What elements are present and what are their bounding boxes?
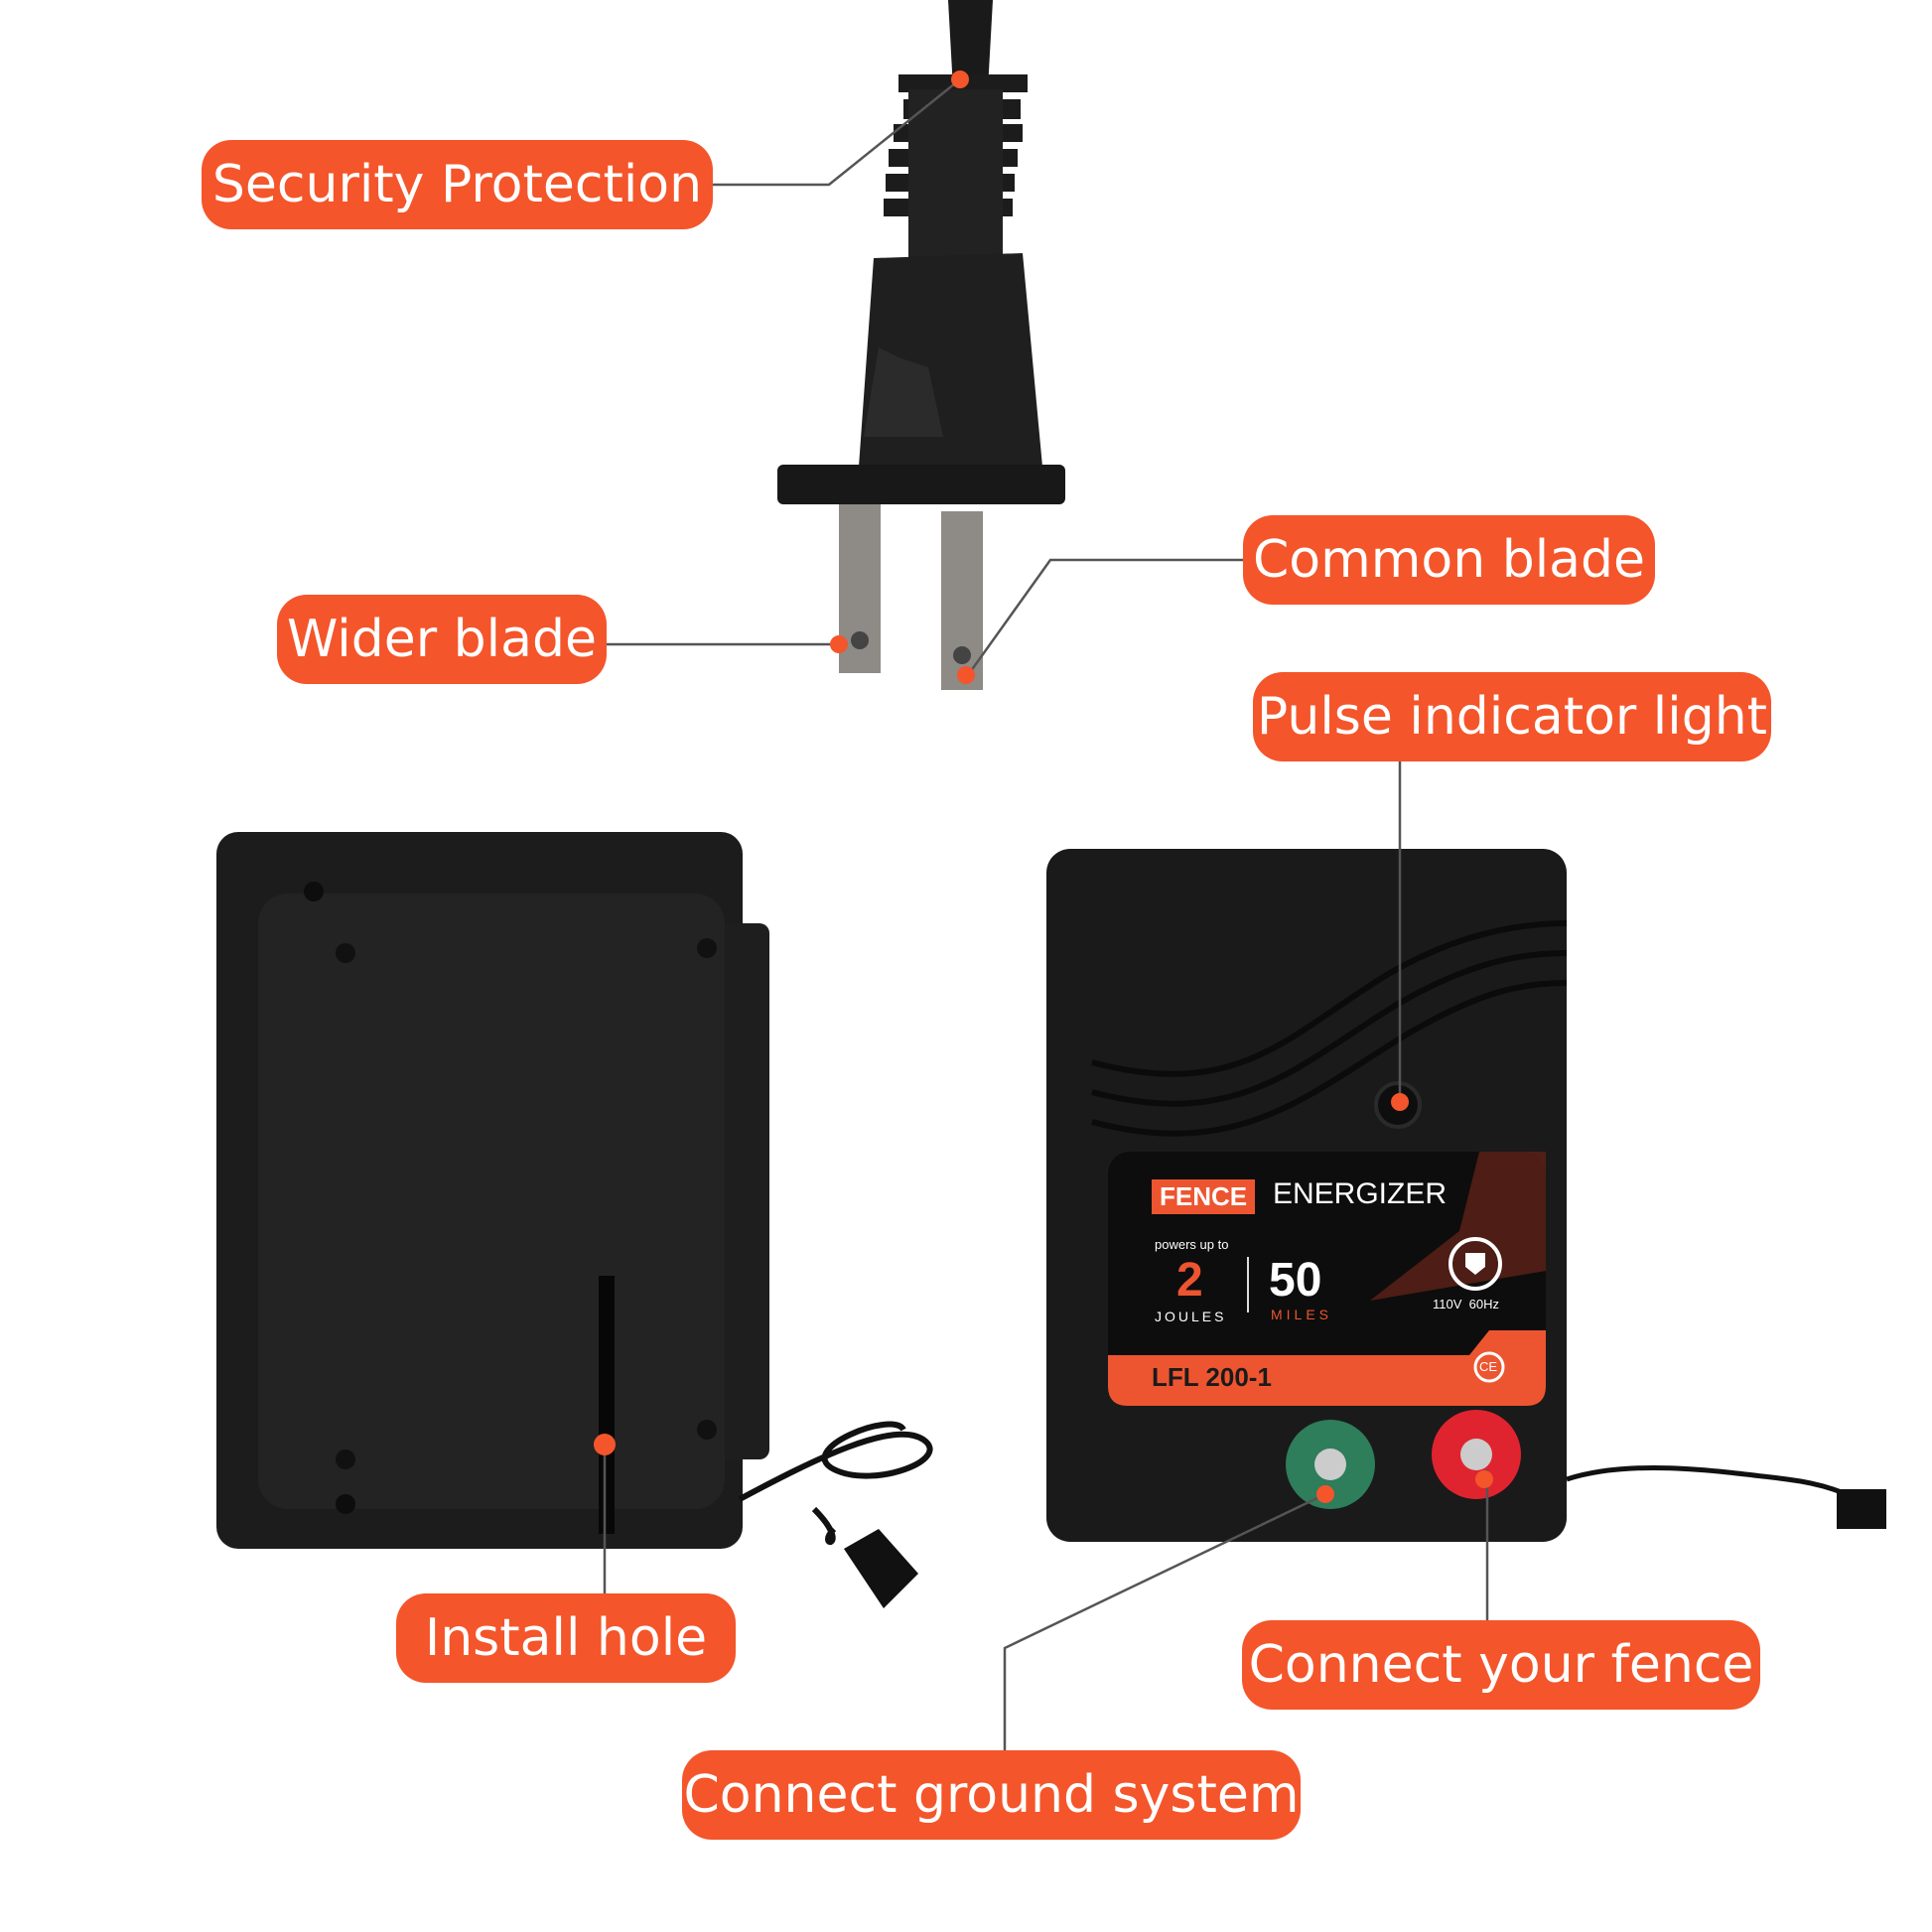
label-wider-blade: Wider blade <box>277 595 607 684</box>
label-security-protection: Security Protection <box>202 140 713 229</box>
label-connect-ground-system: Connect ground system <box>682 1750 1301 1840</box>
ce-mark-icon <box>1473 1351 1505 1383</box>
label-install-hole: Install hole <box>396 1593 736 1683</box>
powers-up-to: powers up to <box>1155 1237 1229 1252</box>
power-plug <box>777 0 1065 690</box>
model-number: LFL 200-1 <box>1152 1362 1272 1392</box>
label-pulse-indicator-light: Pulse indicator light <box>1253 672 1771 761</box>
joules-unit: JOULES <box>1155 1309 1227 1324</box>
joules-value: 2 <box>1176 1254 1203 1307</box>
plug-icon <box>1449 1237 1502 1291</box>
energizer-front-view <box>1046 849 1886 1542</box>
ce-mark: CE <box>1479 1359 1498 1374</box>
miles-unit: MILES <box>1271 1307 1333 1322</box>
label-common-blade: Common blade <box>1243 515 1655 605</box>
leader-lines <box>603 78 1489 1750</box>
miles-value: 50 <box>1269 1254 1322 1307</box>
brand-fence: FENCE <box>1152 1179 1256 1214</box>
label-connect-your-fence: Connect your fence <box>1242 1620 1760 1710</box>
brand-energizer: ENERGIZER <box>1273 1177 1448 1210</box>
energizer-back-view <box>216 832 933 1608</box>
callout-dots <box>594 70 1493 1503</box>
voltage-rating: 110V 60Hz <box>1433 1297 1499 1311</box>
stat-divider <box>1247 1257 1249 1312</box>
